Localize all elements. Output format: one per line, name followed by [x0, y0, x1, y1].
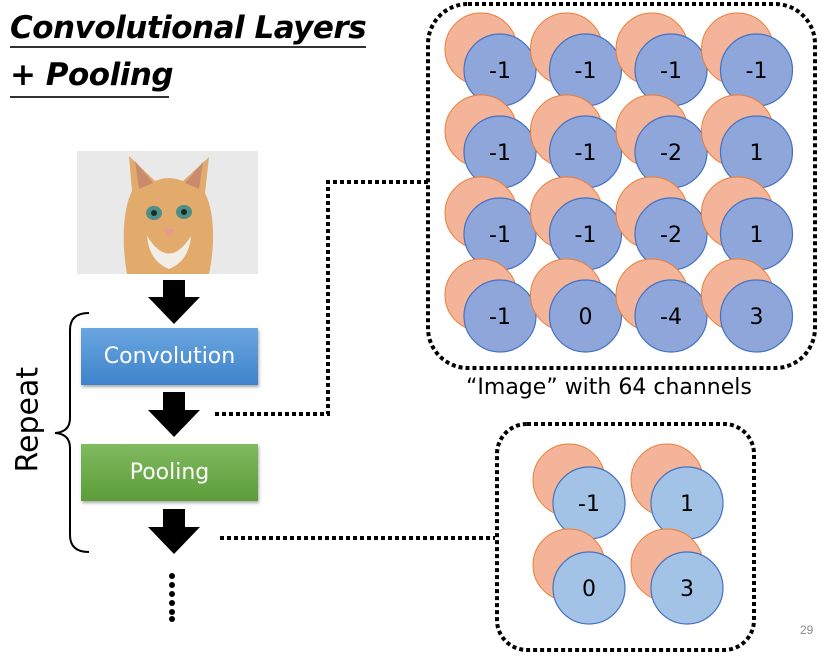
arrow-down-icon: [148, 392, 200, 437]
cell-value: -1: [575, 141, 597, 166]
page-number: 29: [800, 623, 814, 637]
cell-value: -1: [489, 59, 511, 84]
title-underline-2: [10, 96, 169, 98]
convolution-block: Convolution: [81, 328, 258, 385]
cell-value: -2: [660, 223, 682, 248]
cell-value: -1: [575, 59, 597, 84]
connector-conv: [215, 180, 428, 416]
conv-output-grid: -1 -1 -1 -1 -1 -1 -2 1 -1 -1 -2 1 -1 0 -4 3: [444, 12, 794, 353]
pool-output-frame: [495, 422, 756, 652]
slide-title-line-1: Convolutional Layers: [10, 10, 367, 46]
cell-value: 0: [582, 577, 596, 602]
conv-output-caption: “Image” with 64 channels: [466, 375, 752, 400]
title-underline-1: [10, 46, 366, 48]
slide-title-line-2: + Pooling: [10, 57, 174, 93]
repeat-brace: [54, 312, 90, 553]
conv-output-frame: [426, 2, 817, 370]
cell-value: -1: [660, 59, 682, 84]
arrow-down-icon: [148, 280, 200, 324]
cell-value: -1: [746, 59, 768, 84]
pooling-block: Pooling: [81, 444, 258, 501]
front-channel-circle: [548, 279, 623, 353]
cell-value: 1: [750, 223, 764, 248]
front-channel-circle: [719, 279, 794, 353]
cell-value: 3: [750, 305, 764, 330]
arrow-down-icon: [148, 509, 200, 554]
cat-photo-icon: [77, 151, 258, 274]
cell-value: -1: [489, 141, 511, 166]
cell-value: 1: [680, 492, 694, 517]
front-channel-circle: [650, 551, 724, 625]
cell-value: 0: [579, 305, 593, 330]
cell-value: -2: [660, 141, 682, 166]
cell-value: -1: [578, 492, 600, 517]
cell-value: -1: [575, 223, 597, 248]
front-channel-circle: [634, 279, 708, 353]
cell-value: 3: [680, 577, 694, 602]
cell-value: -4: [660, 305, 682, 330]
ellipsis-dots: [169, 573, 175, 622]
front-channel-circle: [463, 279, 537, 353]
cell-value: -1: [489, 305, 511, 330]
cell-value: 1: [750, 141, 764, 166]
pool-output-grid: -1 1 0 3: [532, 443, 724, 625]
front-channel-circle: [552, 551, 626, 625]
cell-value: -1: [489, 223, 511, 248]
